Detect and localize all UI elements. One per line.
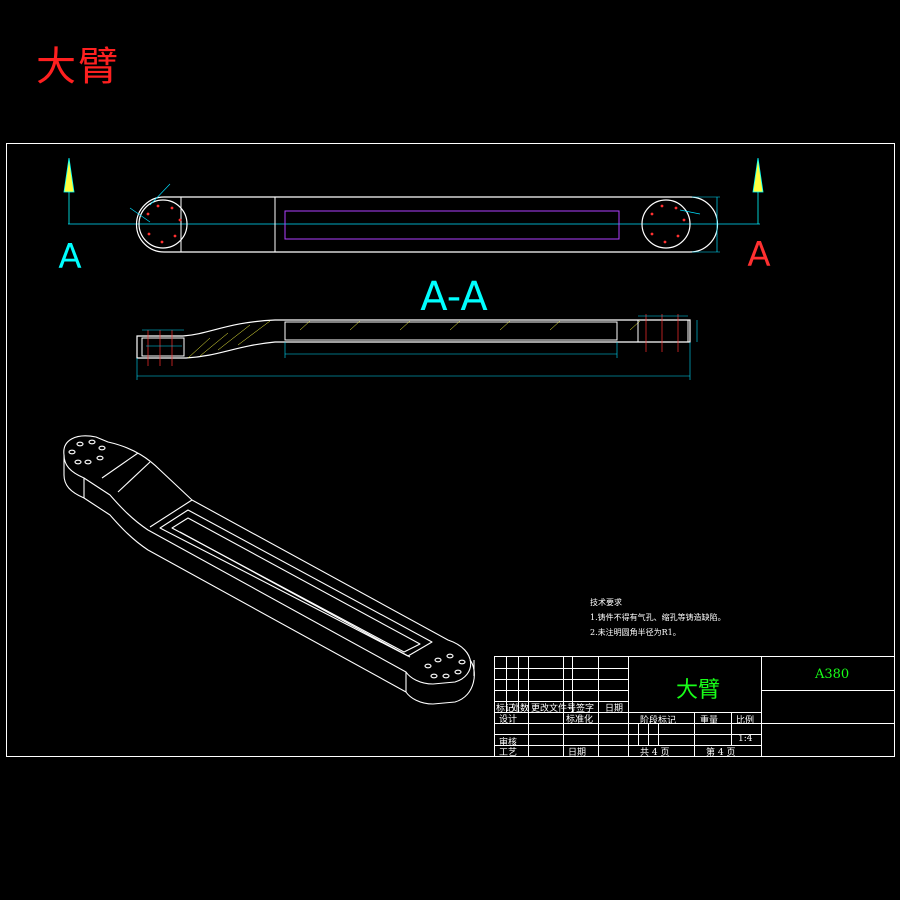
isometric-view [63,435,475,705]
label-mark: 标记 [496,704,515,714]
iso-side-face [63,455,475,705]
label-change-doc: 更改文件号 [531,704,577,714]
scale-value: 1:4 [738,734,753,744]
section-centerlines [147,314,679,366]
iso-slot [159,509,433,657]
part-name: 大臂 [676,678,721,703]
drawing-heading: 大臂 [36,44,120,90]
label-date-2: 日期 [568,748,587,758]
label-process: 工艺 [499,748,518,758]
label-weight: 重量 [700,716,719,726]
slot-hidden-edge [284,210,620,240]
label-standardization: 标准化 [566,715,594,725]
label-scale: 比例 [736,716,755,726]
section-arrow-left-icon [63,157,75,193]
bolt-holes-left [146,204,182,244]
iso-top-face [63,435,472,685]
drawing-frame [6,143,895,757]
technical-note-item: 2.未注明圆角半径为R1。 [590,628,681,637]
bolt-holes-right [650,204,686,244]
iso-edge [101,452,139,479]
iso-edge [149,499,193,528]
iso-holes-left [68,439,106,465]
iso-edge [117,461,151,493]
title-block-grid [494,656,895,757]
section-arrow-right-icon [752,157,764,193]
section-marker-right: A [747,235,770,275]
section-view: A-A [136,274,698,380]
right-boss [637,319,689,343]
section-title: A-A [420,274,488,320]
leader-line [149,183,171,206]
section-hatch [187,320,641,359]
section-inner-slot [284,321,618,341]
label-date: 日期 [605,704,624,714]
label-sign: 签字 [576,704,595,714]
top-view: A A [58,157,771,277]
label-review: 审核 [499,738,518,748]
label-designer: 设计 [499,715,518,725]
iso-edge [179,531,411,658]
bolt-circle-right [641,199,691,249]
bolt-circle-left [138,199,188,249]
technical-notes: 技术要求 1.铸件不得有气孔、缩孔等铸造缺陷。 2.未注明圆角半径为R1。 [590,595,726,640]
leader-line [679,209,701,215]
technical-note-item: 1.铸件不得有气孔、缩孔等铸造缺陷。 [590,613,726,622]
sheets-total: 共 4 页 [640,748,670,758]
label-count: 处数 [511,704,530,714]
sheet-current: 第 4 页 [706,748,736,758]
arm-outline [135,196,719,253]
left-boss [141,337,185,357]
iso-slot-inner [171,517,421,653]
drawing-number: A380 [815,667,850,682]
technical-notes-heading: 技术要求 [590,598,622,607]
section-outline [136,319,691,359]
section-marker-left: A [58,237,81,277]
iso-holes-right [424,653,466,679]
label-stage-mark: 阶段标记 [640,716,677,726]
leader-line [129,207,151,223]
